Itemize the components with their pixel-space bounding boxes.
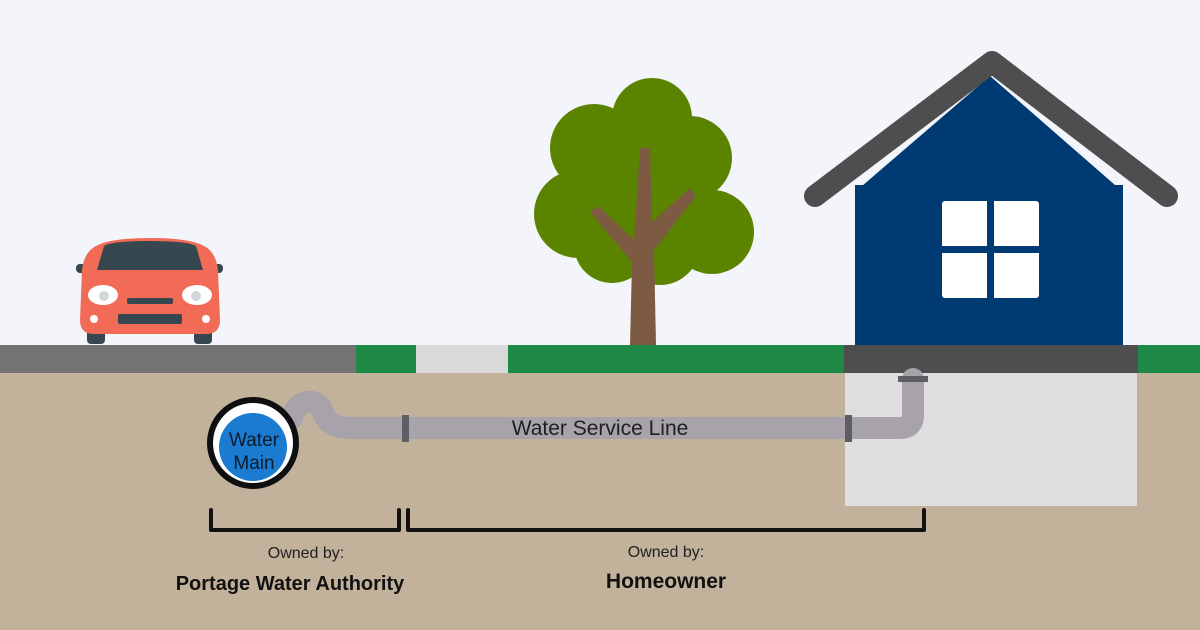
- authority-owner-name: Portage Water Authority: [176, 573, 405, 595]
- house-gable: [855, 76, 1123, 192]
- house-roof: [804, 51, 1178, 207]
- road: [0, 345, 356, 373]
- grass-strip-left: [356, 345, 416, 373]
- pipe-joint-house: [845, 415, 852, 442]
- water-main-label-line2: Main: [233, 453, 274, 474]
- house-icon: [804, 51, 1178, 506]
- water-main-label-line1: Water: [229, 430, 280, 451]
- water-main: Water Main: [207, 397, 299, 489]
- house-base: [844, 345, 1138, 373]
- authority-owned-by-caption: Owned by:: [268, 545, 344, 562]
- ownership-bracket-authority: [209, 508, 401, 532]
- water-service-line-label: Water Service Line: [512, 417, 689, 440]
- pipe-joint-curb: [402, 415, 409, 442]
- ownership-bracket-homeowner: [406, 508, 926, 532]
- sidewalk: [416, 345, 508, 373]
- grass-strip-middle: [508, 345, 844, 373]
- tree-icon: [534, 78, 754, 345]
- homeowner-owner-name: Homeowner: [606, 570, 726, 593]
- grass-strip-right: [1137, 345, 1200, 373]
- homeowner-owned-by-caption: Owned by:: [628, 544, 704, 561]
- ground-surface: [0, 345, 1200, 373]
- pipe-joint-riser: [898, 376, 928, 382]
- car-icon: [76, 238, 223, 344]
- water-service-pipe: [281, 368, 928, 442]
